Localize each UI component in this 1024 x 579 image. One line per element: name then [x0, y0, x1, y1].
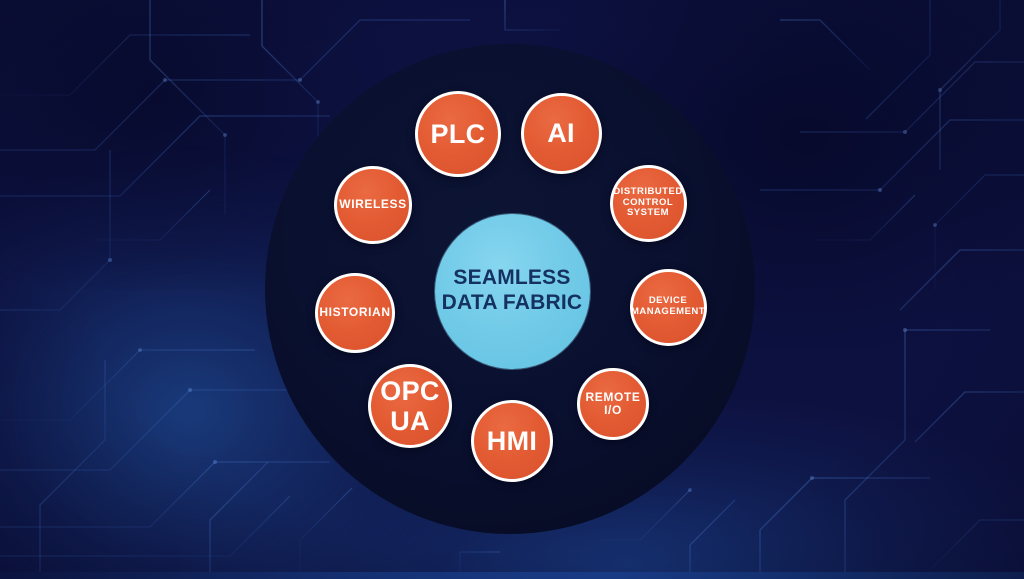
node-label: PLC [430, 118, 486, 149]
node-remote-i-o[interactable]: REMOTE I/O [577, 368, 649, 440]
node-ai[interactable]: AI [520, 92, 602, 174]
node-hmi[interactable]: HMI [471, 400, 553, 482]
node-label: REMOTE I/O [585, 389, 641, 417]
node-distributed-control-system[interactable]: DISTRIBUTED CONTROL SYSTEM [609, 164, 687, 242]
node-label: AI [547, 117, 575, 148]
node-label: DEVICE MANAGEMENT [630, 295, 706, 317]
node-device-management[interactable]: DEVICE MANAGEMENT [629, 268, 707, 346]
node-label: DISTRIBUTED CONTROL SYSTEM [613, 186, 683, 219]
node-label: OPC UA [380, 375, 440, 436]
node-label: WIRELESS [339, 197, 407, 212]
node-historian[interactable]: HISTORIAN [315, 273, 395, 353]
bottom-accent-strip [0, 572, 1024, 579]
node-label: HISTORIAN [319, 305, 391, 320]
node-wireless[interactable]: WIRELESS [334, 166, 412, 244]
core-label: SEAMLESS DATA FABRIC [441, 266, 583, 314]
node-label: HMI [486, 425, 538, 456]
node-plc[interactable]: PLC [415, 91, 501, 177]
node-opc-ua[interactable]: OPC UA [368, 364, 452, 448]
core-circle[interactable]: SEAMLESS DATA FABRIC [434, 213, 590, 369]
